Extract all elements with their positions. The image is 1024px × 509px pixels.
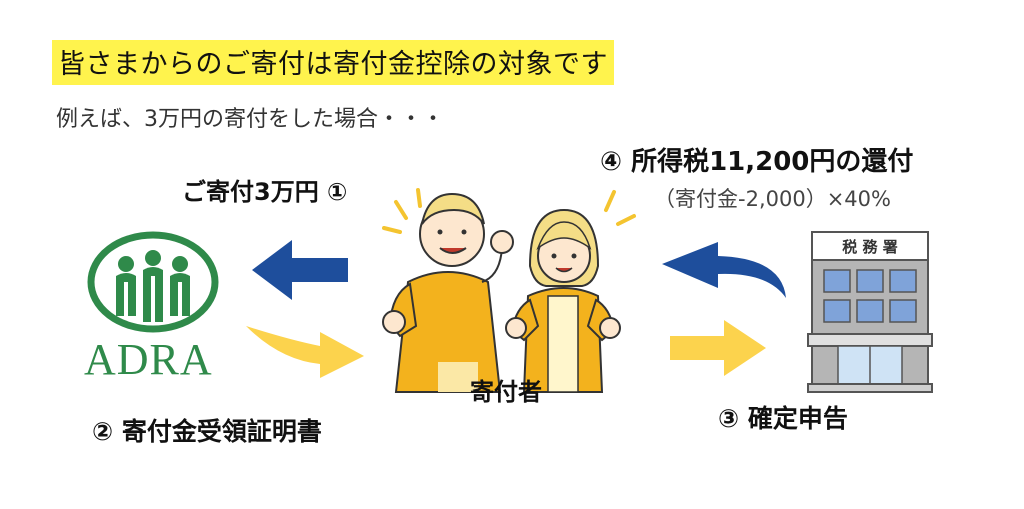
adra-logo-text: ADRA [84, 335, 213, 384]
refund-formula: （寄付金-2,000）×40% [654, 187, 891, 211]
tax-office-building-icon: 税 務 署 [807, 231, 933, 393]
page-title: 皆さまからのご寄付は寄付金控除の対象です [52, 40, 614, 85]
donor-label: 寄付者 [470, 378, 542, 406]
adra-logo-icon [87, 231, 219, 333]
donation-arrow-icon [252, 240, 348, 300]
tax-office-sign: 税 務 署 [842, 238, 897, 256]
donor-couple-icon [382, 188, 636, 393]
tax-return-arrow-icon [670, 320, 766, 376]
step-3-tax-return-label: ③ 確定申告 [718, 404, 848, 433]
refund-arrow-icon [662, 242, 786, 298]
example-subtitle: 例えば、3万円の寄付をした場合・・・ [56, 107, 444, 132]
step-1-donation-label: ご寄付3万円 ① [182, 178, 348, 206]
step-2-receipt-label: ② 寄付金受領証明書 [92, 417, 322, 446]
step-4-refund-label: ④ 所得税11,200円の還付 [600, 147, 914, 177]
receipt-arrow-icon [246, 326, 364, 378]
